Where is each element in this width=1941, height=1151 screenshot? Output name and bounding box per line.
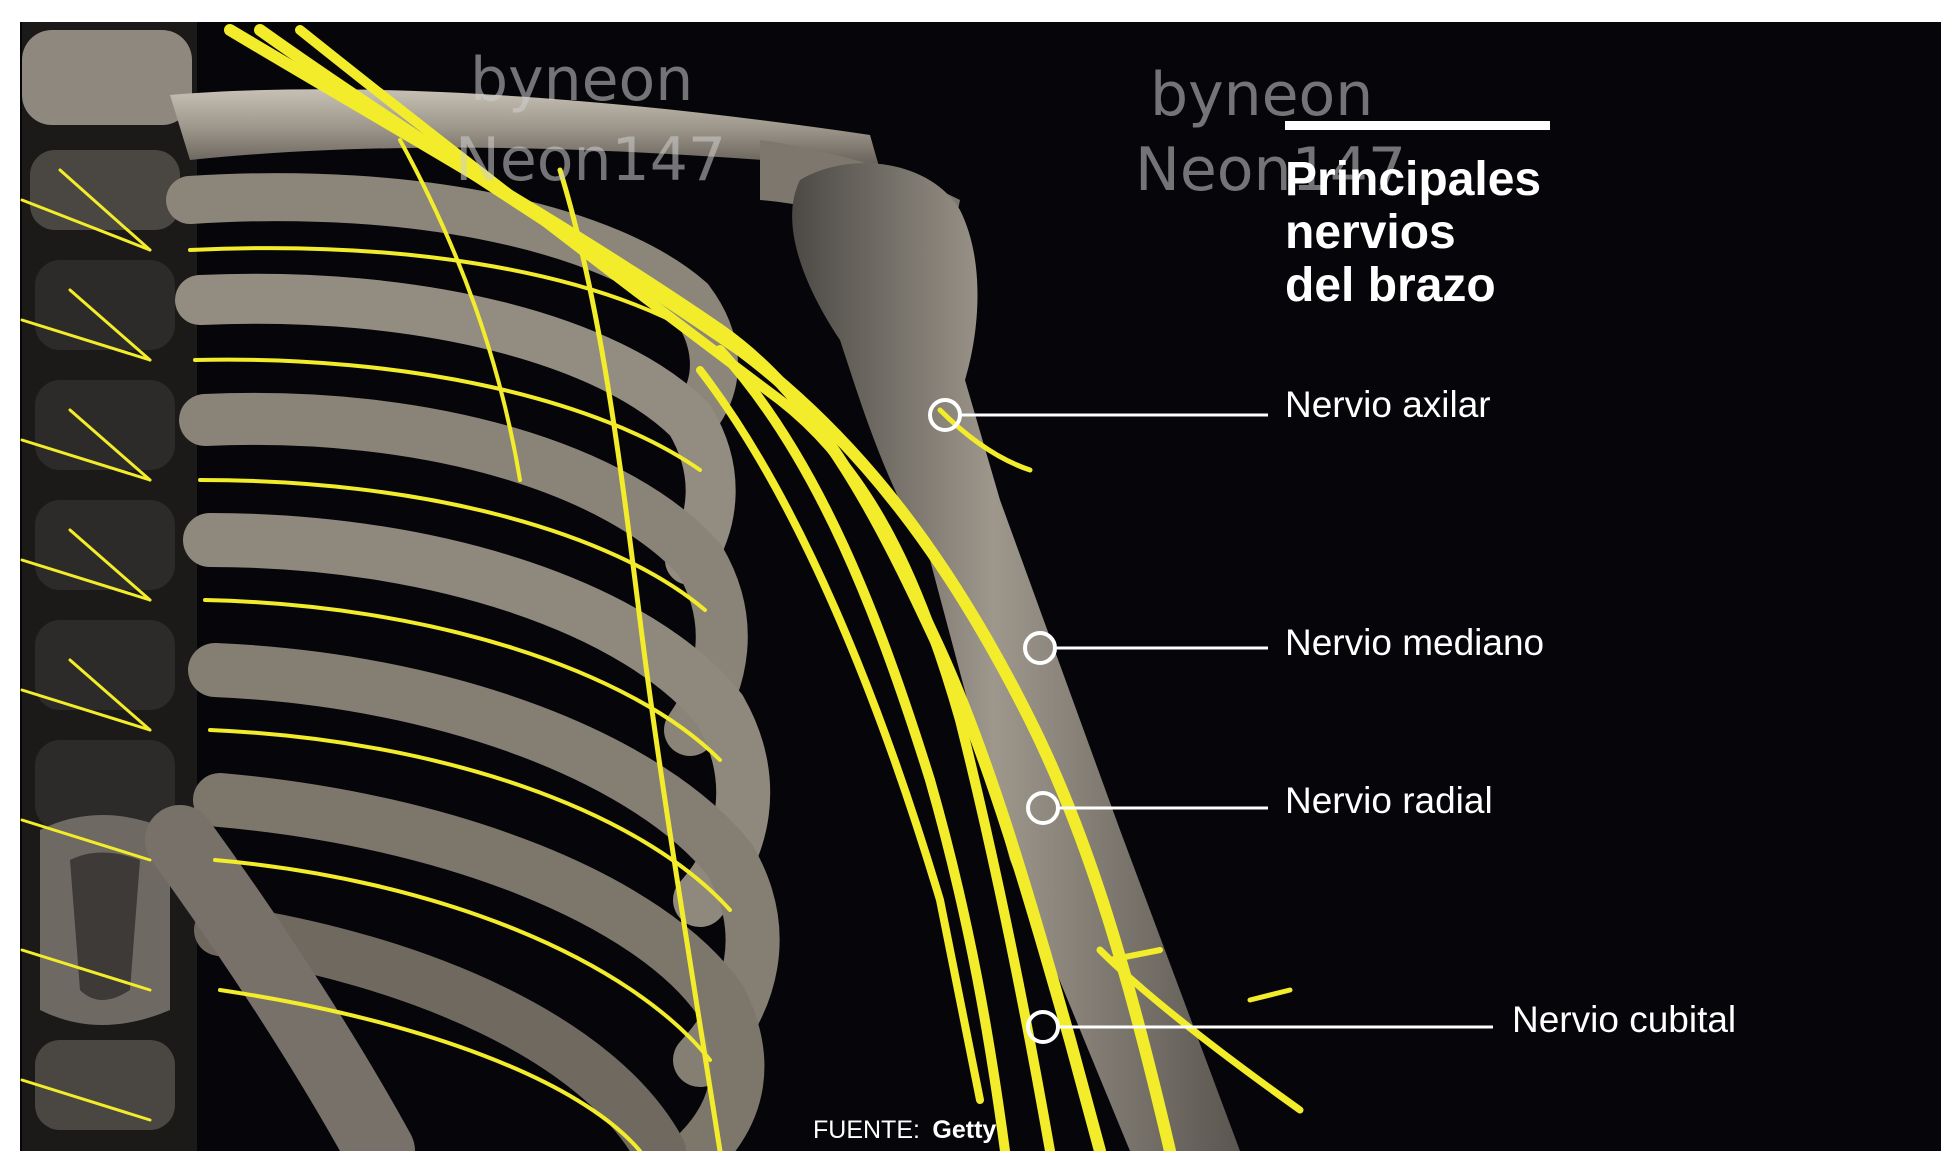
source-prefix: FUENTE:	[813, 1116, 920, 1144]
title-line-3: del brazo	[1285, 259, 1496, 312]
title-rule	[1285, 121, 1550, 130]
source-credit: FUENTE: Getty	[813, 1116, 996, 1144]
watermark-neon147-left: Neon147	[455, 125, 726, 195]
watermark-byneon-right: byneon	[1150, 60, 1373, 130]
label-nervio-cubital: Nervio cubital	[1512, 999, 1736, 1040]
label-nervio-axilar: Nervio axilar	[1285, 384, 1491, 425]
title-line-1: Principales	[1285, 153, 1541, 206]
watermark-byneon-left: byneon	[470, 45, 693, 115]
title-line-2: nervios	[1285, 206, 1456, 259]
label-nervio-radial: Nervio radial	[1285, 780, 1493, 821]
source-name: Getty	[932, 1116, 996, 1144]
label-nervio-mediano: Nervio mediano	[1285, 622, 1544, 663]
